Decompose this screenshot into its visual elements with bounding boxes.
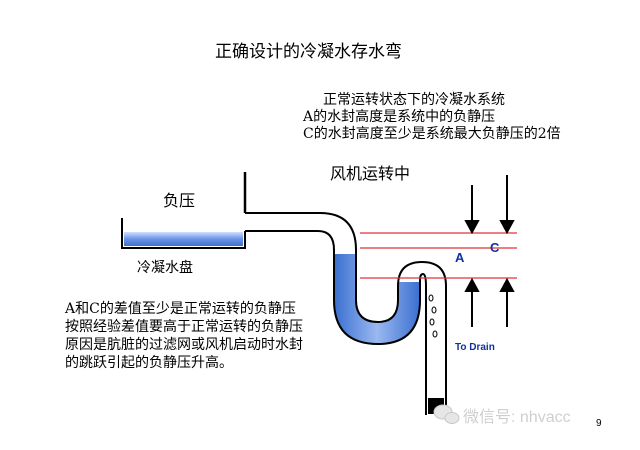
explanation-line-3: 原因是肮脏的过滤网或风机启动时水封 [65,337,303,353]
state-note-line-2: A的水封高度是系统中的负静压 [303,109,496,125]
drain-pan [121,218,246,249]
outlet-pipe [245,212,357,254]
page-number: 9 [596,418,602,429]
drain-leg [425,286,447,415]
state-note-line-3: C的水封高度至少是系统最大负静压的2倍 [303,126,561,142]
page-title: 正确设计的冷凝水存水弯 [215,42,402,62]
u-trap [333,250,421,346]
crossover-pipe [397,260,447,287]
fan-status-label: 风机运转中 [330,164,411,183]
to-drain-label: To Drain [455,342,495,353]
wechat-icon [433,404,460,424]
negative-pressure-label: 负压 [163,191,196,210]
label-a: A [455,250,465,265]
arrows-c [499,175,515,327]
explanation-line-1: A和C的差值至少是正常运转的负静压 [65,301,296,317]
droplets [428,294,438,338]
arrows-a [464,185,480,327]
drain-pan-label: 冷凝水盘 [137,260,193,276]
explanation-line-4: 的跳跃引起的负静压升高。 [65,355,233,371]
state-note-line-1: 正常运转状态下的冷凝水系统 [323,92,505,108]
explanation-line-2: 按照经验差值要高于正常运转的负静压 [65,319,303,335]
reference-lines [360,232,517,279]
label-c: C [490,240,500,255]
watermark-text: 微信号: nhvacc [463,409,571,426]
trap-water [334,254,420,344]
